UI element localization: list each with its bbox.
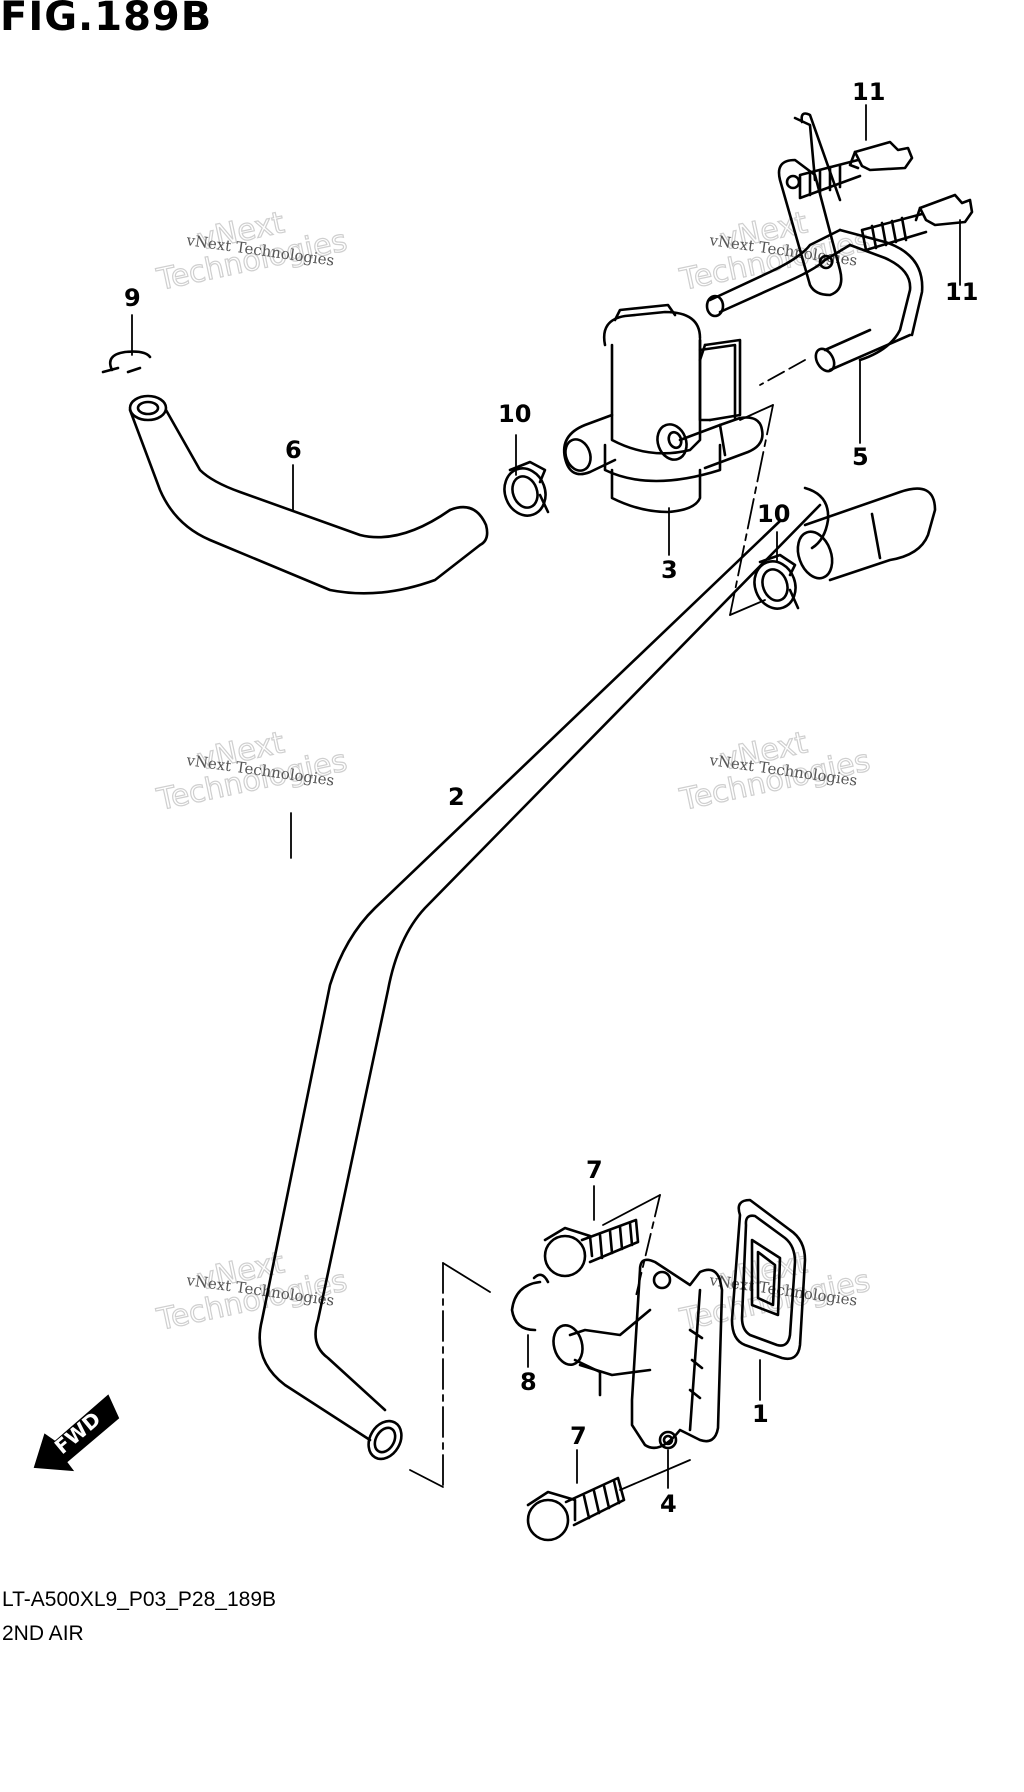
clip-part-9 [101, 350, 152, 374]
hose-part-6 [128, 394, 489, 595]
callout-1: 1 [752, 1400, 769, 1428]
bolt-part-11-upper [798, 140, 914, 200]
watermark-mid-right: Technologies vNext vNext Technologies [676, 725, 874, 819]
callout-8: 8 [520, 1368, 537, 1396]
leader-lines [131, 104, 961, 1491]
figure-title: FIG.189B [0, 0, 213, 40]
bolt-part-7-upper [543, 1218, 640, 1278]
bolt-part-7-lower [526, 1476, 626, 1542]
callout-7-upper: 7 [586, 1156, 603, 1184]
clamp-part-10-right [753, 553, 800, 610]
hose-part-2 [258, 486, 830, 1461]
clip-part-8 [510, 1273, 550, 1332]
callout-2: 2 [448, 783, 465, 811]
callout-4: 4 [660, 1490, 677, 1518]
cover-part-4 [552, 1258, 724, 1450]
figure-code: LT-A500XL9_P03_P28_189B [2, 1588, 277, 1611]
callout-9: 9 [124, 284, 141, 312]
watermark-bottom-left: Technologies vNext vNext Technologies [153, 1245, 351, 1339]
watermark-top-left: Technologies vNext vNext Technologies [153, 205, 351, 299]
hose-sleeve [796, 487, 937, 582]
callout-11-lower: 11 [945, 278, 978, 306]
clamp-part-10-left [503, 460, 550, 517]
watermark-top-right: Technologies vNext vNext Technologies [676, 205, 874, 299]
callout-3: 3 [661, 556, 678, 584]
fwd-arrow-icon: FWD [33, 1394, 120, 1472]
callout-11-upper: 11 [852, 78, 885, 106]
callout-7-lower: 7 [570, 1422, 587, 1450]
callout-5: 5 [852, 443, 869, 471]
valve-part-3 [562, 303, 764, 514]
figure-name: 2ND AIR [2, 1622, 84, 1645]
callout-6: 6 [285, 436, 302, 464]
callout-10-left: 10 [498, 400, 531, 428]
bolt-part-11-lower [860, 193, 974, 252]
gasket-part-1 [730, 1198, 807, 1360]
watermark-mid-left: Technologies vNext vNext Technologies [153, 725, 351, 819]
callout-10-right: 10 [757, 500, 790, 528]
